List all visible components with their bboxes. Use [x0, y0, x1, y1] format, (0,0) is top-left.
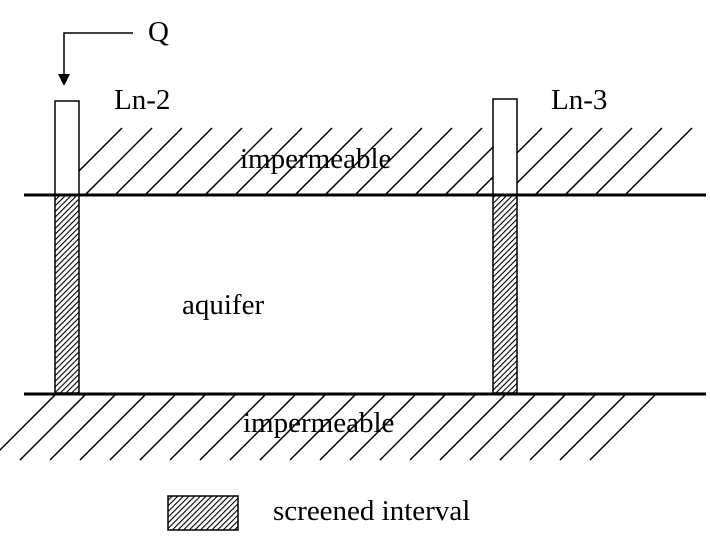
hatch-line — [144, 127, 213, 194]
legend-screened-label: screened interval — [273, 495, 471, 527]
upper-impermeable-label: impermeable — [240, 143, 392, 175]
hatch-line — [534, 127, 603, 194]
hatch-line — [264, 127, 333, 194]
hatch-line — [259, 394, 327, 461]
hatch-line — [624, 127, 693, 194]
hatch-line — [204, 127, 273, 194]
hatch-line — [19, 394, 87, 461]
hatch-line — [49, 394, 117, 461]
hatch-line — [79, 394, 147, 461]
hatch-line — [384, 127, 453, 194]
hatch-line — [354, 127, 423, 194]
hatch-line — [229, 394, 297, 461]
well-ln3-screened-interval — [492, 194, 518, 394]
hatch-line — [289, 394, 357, 461]
hatch-line — [114, 127, 183, 194]
hatch-line — [469, 394, 537, 461]
hatch-line — [199, 394, 267, 461]
hatch-line — [409, 394, 477, 461]
hatch-line — [139, 394, 207, 461]
hatch-line — [174, 127, 243, 194]
hatch-line — [294, 127, 363, 194]
hatch-line — [319, 394, 387, 461]
hatch-line — [499, 394, 567, 461]
hatch-line — [379, 394, 447, 461]
hatch-line — [594, 127, 663, 194]
hatch-line — [529, 394, 597, 461]
pumping-arrow-head-icon — [58, 74, 70, 86]
hatch-line — [559, 394, 627, 461]
hatch-line — [84, 127, 153, 194]
hatch-line — [564, 127, 633, 194]
hatch-line — [589, 394, 657, 461]
hatch-line — [414, 127, 483, 194]
pumping-arrow-line — [63, 32, 133, 76]
pumping-rate-label: Q — [148, 16, 169, 48]
well-ln2-label: Ln-2 — [114, 84, 171, 116]
hatch-line — [169, 394, 237, 461]
legend-screened-swatch — [167, 495, 239, 531]
hatch-line — [324, 127, 393, 194]
hatch-line — [0, 394, 57, 452]
aquifer-label: aquifer — [182, 289, 265, 321]
lower-impermeable-label: impermeable — [243, 407, 395, 439]
hatch-line — [349, 394, 417, 461]
well-ln3-casing — [492, 98, 518, 196]
hatch-line — [439, 394, 507, 461]
hatch-line — [234, 127, 303, 194]
hatch-line — [109, 394, 177, 461]
well-ln2-casing — [54, 100, 80, 196]
well-ln3-label: Ln-3 — [551, 84, 608, 116]
lower-impermeable-hatching — [0, 394, 657, 461]
well-ln2-screened-interval — [54, 194, 80, 394]
